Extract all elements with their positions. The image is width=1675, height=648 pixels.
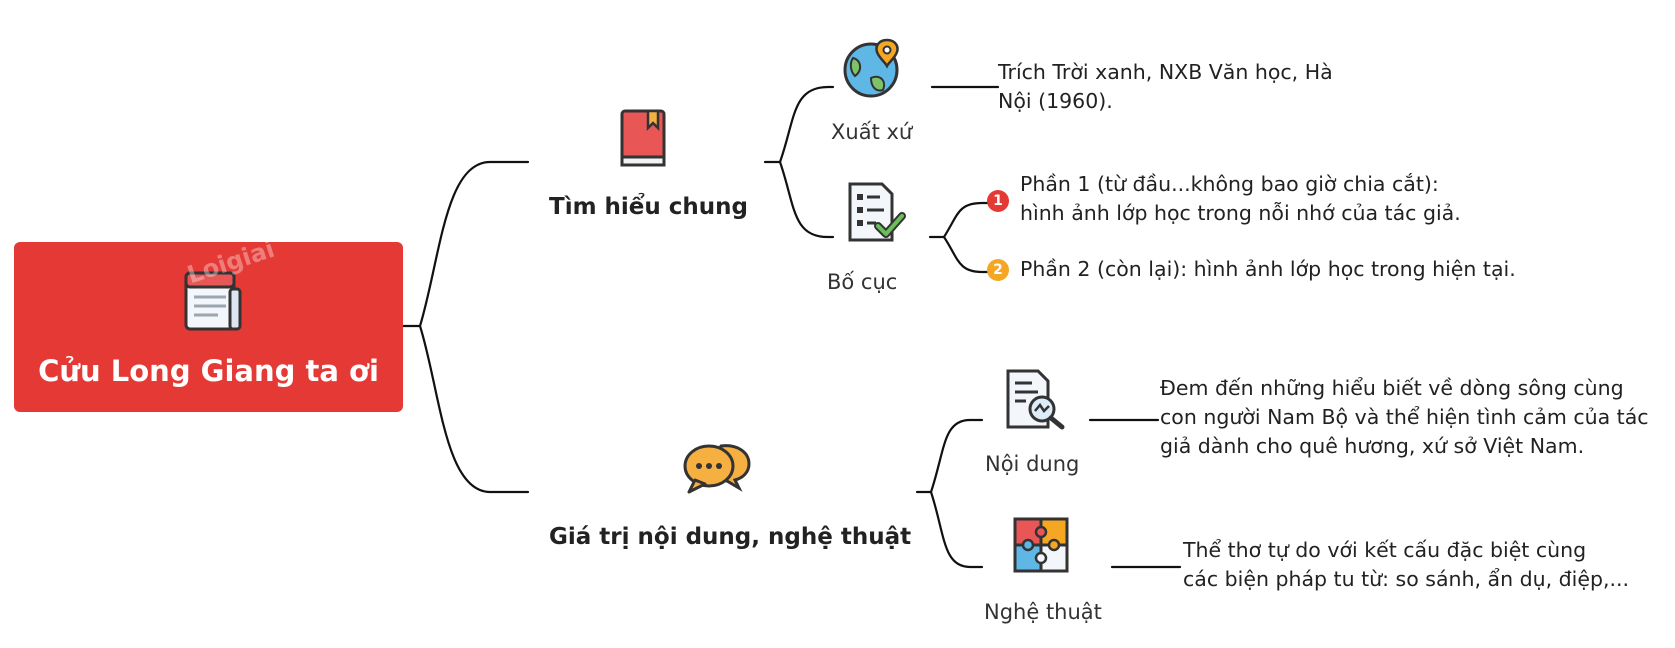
document-search-icon: [1006, 369, 1065, 430]
root-title: Cửu Long Giang ta ơi: [38, 354, 379, 388]
branch-label-gia-tri: Giá trị nội dung, nghệ thuật: [549, 524, 912, 550]
part-2-badge: 2: [987, 259, 1009, 281]
book-icon: [620, 109, 666, 167]
leaf-text-phan-1: Phần 1 (từ đầu...không bao giờ chia cắt)…: [1020, 170, 1461, 228]
leaf-line: các biện pháp tu từ: so sánh, ẩn dụ, điệ…: [1183, 567, 1630, 591]
leaf-line: Đem đến những hiểu biết về dòng sông cùn…: [1160, 376, 1624, 400]
checklist-icon: [848, 182, 906, 242]
root-node: Cửu Long Giang ta ơi: [14, 242, 403, 412]
leaf-line: Trích Trời xanh, NXB Văn học, Hà: [998, 60, 1333, 84]
leaf-line: Thể thơ tự do với kết cấu đặc biệt cùng: [1183, 538, 1587, 562]
leaf-line: hình ảnh lớp học trong nỗi nhớ của tác g…: [1020, 201, 1461, 225]
globe-pin-icon: [843, 38, 899, 98]
node-label-bo-cuc: Bố cục: [827, 270, 898, 294]
leaf-line: Phần 1 (từ đầu...không bao giờ chia cắt)…: [1020, 172, 1439, 196]
leaf-line: Phần 2 (còn lại): hình ảnh lớp học trong…: [1020, 257, 1516, 281]
newspaper-icon: [184, 271, 242, 331]
node-label-noi-dung: Nội dung: [985, 452, 1080, 476]
part-1-badge: 1: [987, 190, 1009, 212]
leaf-line: giả dành cho quê hương, xứ sở Việt Nam.: [1160, 434, 1585, 458]
leaf-line: Nội (1960).: [998, 89, 1113, 113]
leaf-text-xuat-xu: Trích Trời xanh, NXB Văn học, Hà Nội (19…: [998, 58, 1333, 116]
branch-label-tim-hieu-chung: Tìm hiểu chung: [549, 194, 749, 220]
node-label-nghe-thuat: Nghệ thuật: [984, 600, 1102, 624]
leaf-text-phan-2: Phần 2 (còn lại): hình ảnh lớp học trong…: [1020, 255, 1516, 284]
leaf-text-noi-dung: Đem đến những hiểu biết về dòng sông cùn…: [1160, 374, 1649, 461]
chat-bubbles-icon: [683, 444, 751, 494]
puzzle-icon: [1013, 517, 1069, 573]
node-label-xuat-xu: Xuất xứ: [831, 120, 913, 144]
leaf-text-nghe-thuat: Thể thơ tự do với kết cấu đặc biệt cùng …: [1183, 536, 1629, 594]
leaf-line: con người Nam Bộ và thể hiện tình cảm củ…: [1160, 405, 1649, 429]
